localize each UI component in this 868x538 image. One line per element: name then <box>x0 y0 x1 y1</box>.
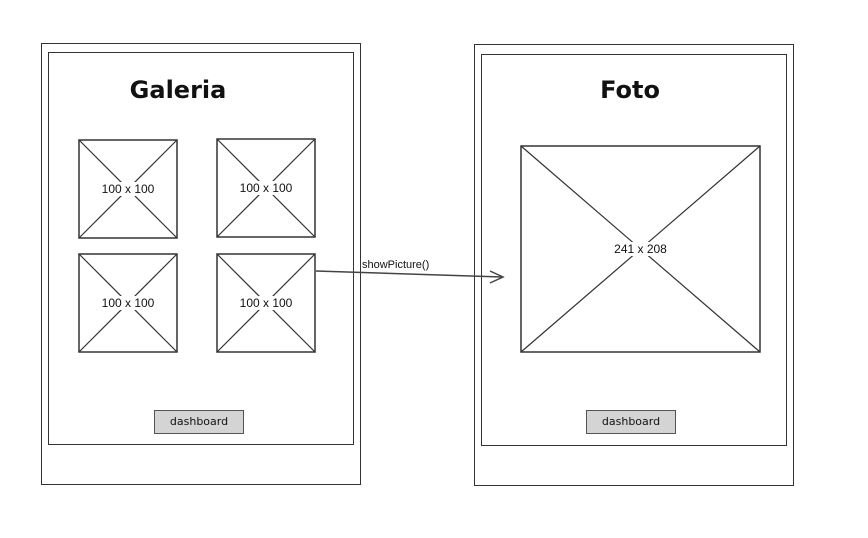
thumbnail-size-label: 100 x 100 <box>100 296 156 310</box>
photo-placeholder[interactable]: 241 x 208 <box>520 145 761 353</box>
thumbnail-size-label: 100 x 100 <box>238 181 294 195</box>
foto-title: Foto <box>600 76 660 104</box>
thumbnail-placeholder[interactable]: 100 x 100 <box>216 253 316 353</box>
thumbnail-size-label: 100 x 100 <box>238 296 294 310</box>
foto-dashboard-button[interactable]: dashboard <box>586 410 676 434</box>
show-picture-label: showPicture() <box>362 259 430 271</box>
foto-screen-inner <box>481 54 787 446</box>
galeria-dashboard-button[interactable]: dashboard <box>154 410 244 434</box>
thumbnail-placeholder[interactable]: 100 x 100 <box>78 139 178 239</box>
galeria-title: Galeria <box>129 76 227 104</box>
thumbnail-size-label: 100 x 100 <box>100 182 156 196</box>
photo-size-label: 241 x 208 <box>613 242 668 256</box>
thumbnail-placeholder[interactable]: 100 x 100 <box>216 138 316 238</box>
galeria-screen-inner <box>48 52 354 445</box>
thumbnail-placeholder[interactable]: 100 x 100 <box>78 253 178 353</box>
